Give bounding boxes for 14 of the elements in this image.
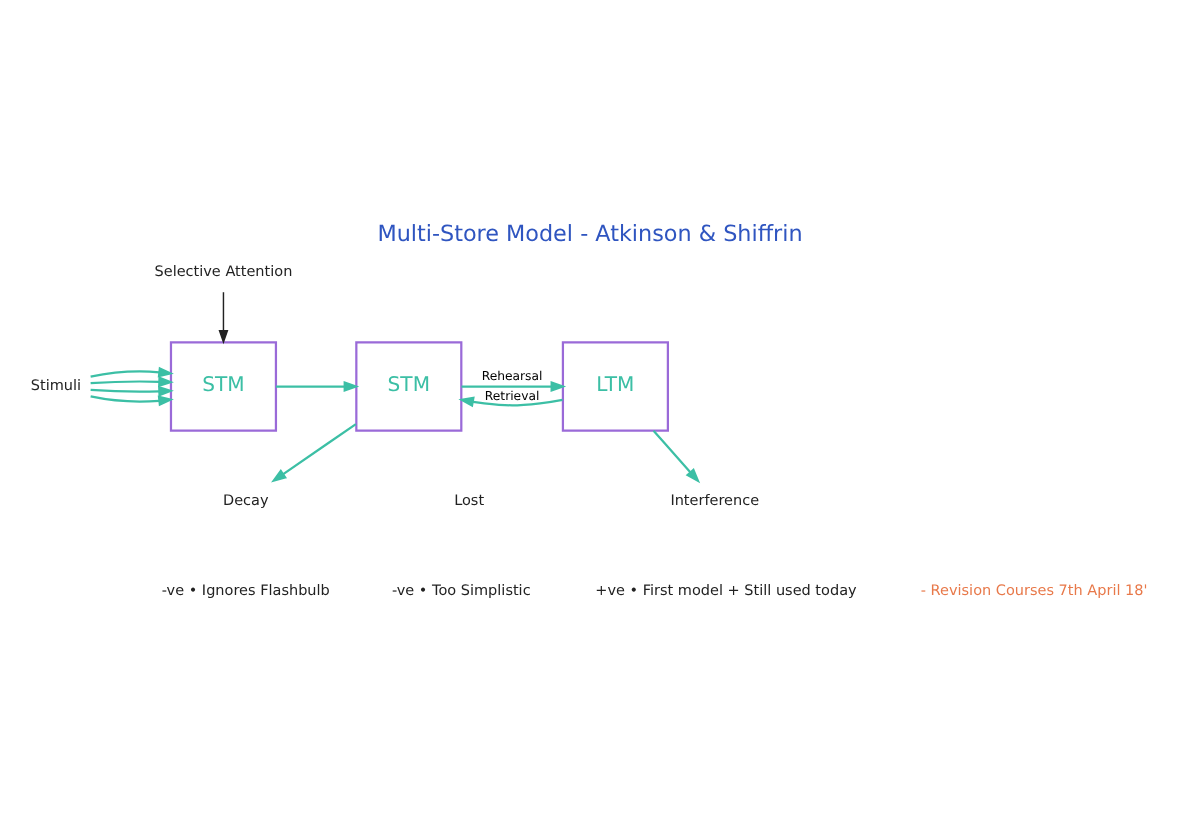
arrow [271,423,357,483]
arrow [218,291,229,345]
arrow [652,429,701,484]
arrow [90,376,174,388]
arrow [90,395,174,407]
arrow [275,381,360,392]
arrow [90,366,174,378]
node-box: LTM [561,341,669,432]
node-box: STM [169,341,278,432]
arrow [90,385,174,397]
diagram-title: Multi-Store Model - Atkinson & Shiffrin [377,220,803,247]
node-box: STM [355,341,463,432]
arrow [461,381,567,392]
arrow [458,396,563,408]
